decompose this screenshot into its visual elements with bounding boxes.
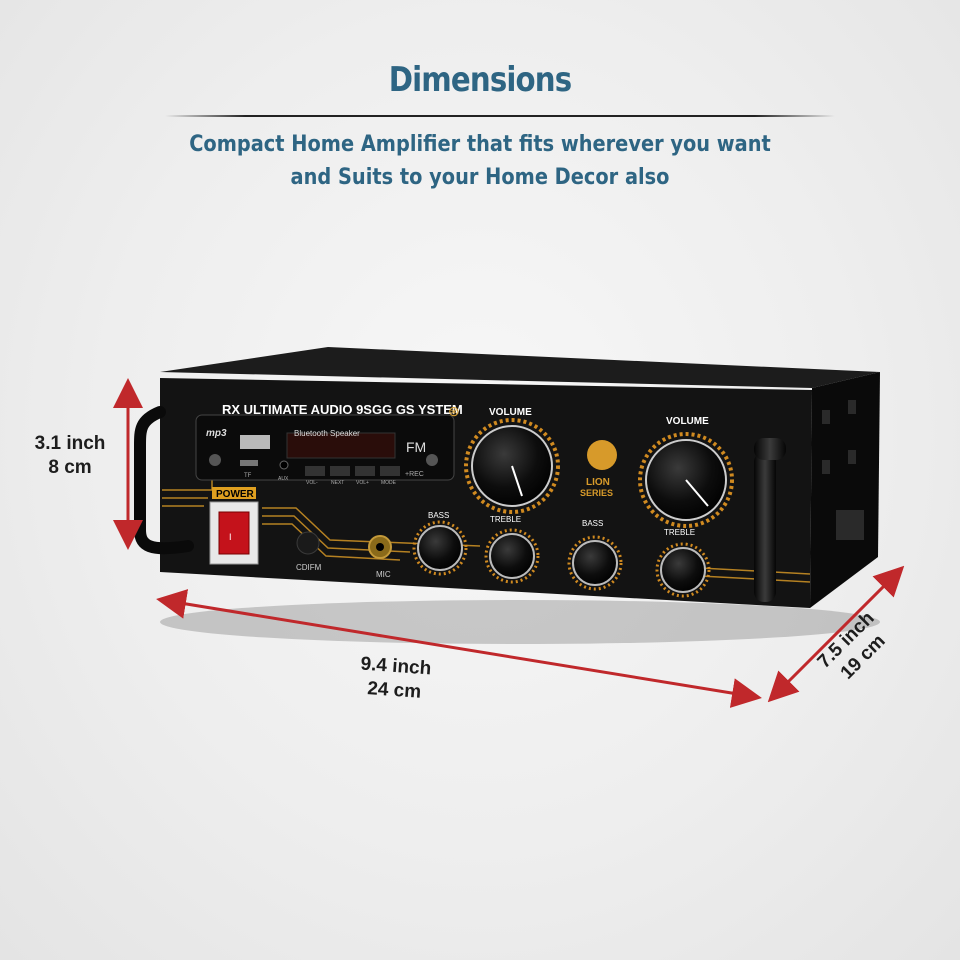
height-dimension-label: 3.1 inch 8 cm xyxy=(20,432,120,480)
led-display xyxy=(286,432,396,459)
height-cm: 8 cm xyxy=(48,457,92,478)
display-label: Bluetooth Speaker xyxy=(294,429,360,438)
width-arrow xyxy=(156,589,762,708)
logo-line1: LION xyxy=(586,477,610,488)
page-title: Dimensions xyxy=(388,60,572,100)
player-buttons[interactable] xyxy=(305,466,400,476)
bluetooth-symbol-icon: ⊛ xyxy=(448,403,460,419)
volume-left-ring xyxy=(464,418,560,514)
subtitle-line-1: Compact Home Amplifier that fits whereve… xyxy=(189,132,771,157)
cdifm-label: CDIFM xyxy=(296,563,322,572)
amp-top-panel xyxy=(160,347,880,388)
height-inch: 3.1 inch xyxy=(34,433,106,454)
logo-line2: SERIES xyxy=(580,488,613,498)
volume-right-ring xyxy=(638,432,734,528)
title-divider xyxy=(165,115,835,117)
rec-label: +REC xyxy=(405,471,424,478)
right-pipe-handle xyxy=(754,452,776,602)
amp-brand-text: RX ULTIMATE AUDIO 9SGG GS YSTEM xyxy=(222,402,463,417)
volume-right-label: VOLUME xyxy=(666,416,709,427)
bass-left-label: BASS xyxy=(428,511,449,520)
bass-left-ring xyxy=(412,520,468,576)
treble-left-ring xyxy=(484,528,540,584)
player-button-label: NEXT xyxy=(331,480,344,486)
power-label-box xyxy=(212,487,256,499)
mp3-badge: mp3 xyxy=(206,428,227,439)
treble-left-label: TREBLE xyxy=(490,515,521,524)
amp-side-vents xyxy=(822,400,864,540)
volume-left-label: VOLUME xyxy=(489,407,532,418)
treble-left-knob[interactable] xyxy=(489,533,535,579)
tf-slot xyxy=(240,460,258,466)
bass-right-knob[interactable] xyxy=(572,540,618,586)
aux-jack xyxy=(279,460,289,470)
usb-slot xyxy=(240,435,270,449)
display-fm-icon: FM xyxy=(406,439,426,455)
cdifm-jack[interactable] xyxy=(296,531,320,555)
bass-left-knob[interactable] xyxy=(417,525,463,571)
depth-arrow xyxy=(767,565,905,703)
mic-label: MIC xyxy=(376,570,391,579)
power-switch[interactable] xyxy=(218,511,250,555)
treble-right-knob[interactable] xyxy=(660,547,706,593)
amp-side-panel xyxy=(810,372,880,608)
player-button-label: MODE xyxy=(381,480,397,486)
width-dimension-label: 9.4 inch 24 cm xyxy=(338,651,451,707)
player-button-label: VOL- xyxy=(306,480,318,486)
bass-right-ring xyxy=(567,535,623,591)
lion-logo-icon xyxy=(587,440,617,470)
subtitle-line-2: and Suits to your Home Decor also xyxy=(290,165,670,190)
aux-label: AUX xyxy=(278,476,289,482)
tf-label: TF xyxy=(244,473,252,479)
treble-right-label: TREBLE xyxy=(664,528,695,537)
amp-shadow xyxy=(160,600,880,644)
bass-right-label: BASS xyxy=(582,519,603,528)
power-label: POWER xyxy=(216,489,255,500)
power-on-icon: I xyxy=(229,532,232,542)
player-button-label: VOL+ xyxy=(356,480,369,486)
